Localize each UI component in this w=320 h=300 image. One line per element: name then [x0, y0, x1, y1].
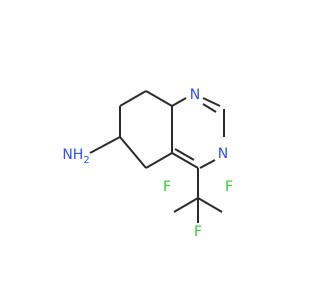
bond-c6-c5	[119, 136, 147, 169]
atom-f-top-label: F	[194, 224, 202, 240]
bond-n1-c2-inner	[202, 103, 217, 113]
bond-cf3-f-right	[197, 197, 223, 213]
bond-c5-c4a	[145, 152, 173, 169]
bond-c4-c4a-inner	[174, 148, 195, 161]
bond-c6-nh2	[89, 136, 121, 154]
bond-n1-c2	[202, 97, 221, 107]
atom-nh2-label: NH2	[62, 147, 89, 166]
bond-n3-c4	[199, 159, 216, 169]
bond-c8a-n1	[171, 97, 187, 107]
bond-c8-c7	[119, 90, 147, 107]
atom-f-right-label: F	[225, 179, 233, 195]
molecule-diagram: N N NH2 F F F	[62, 87, 233, 240]
atom-n1-label: N	[190, 87, 200, 103]
bond-layer	[89, 90, 225, 223]
atom-n3-label: N	[218, 146, 228, 162]
atom-layer: N N NH2 F F F	[62, 87, 233, 240]
bond-c4-c4a	[171, 152, 199, 169]
bond-cf3-f-left	[173, 197, 199, 213]
bond-c8a-c8	[145, 90, 173, 107]
structure-canvas: N N NH2 F F F	[62, 87, 233, 240]
atom-f-left-label: F	[163, 179, 171, 195]
